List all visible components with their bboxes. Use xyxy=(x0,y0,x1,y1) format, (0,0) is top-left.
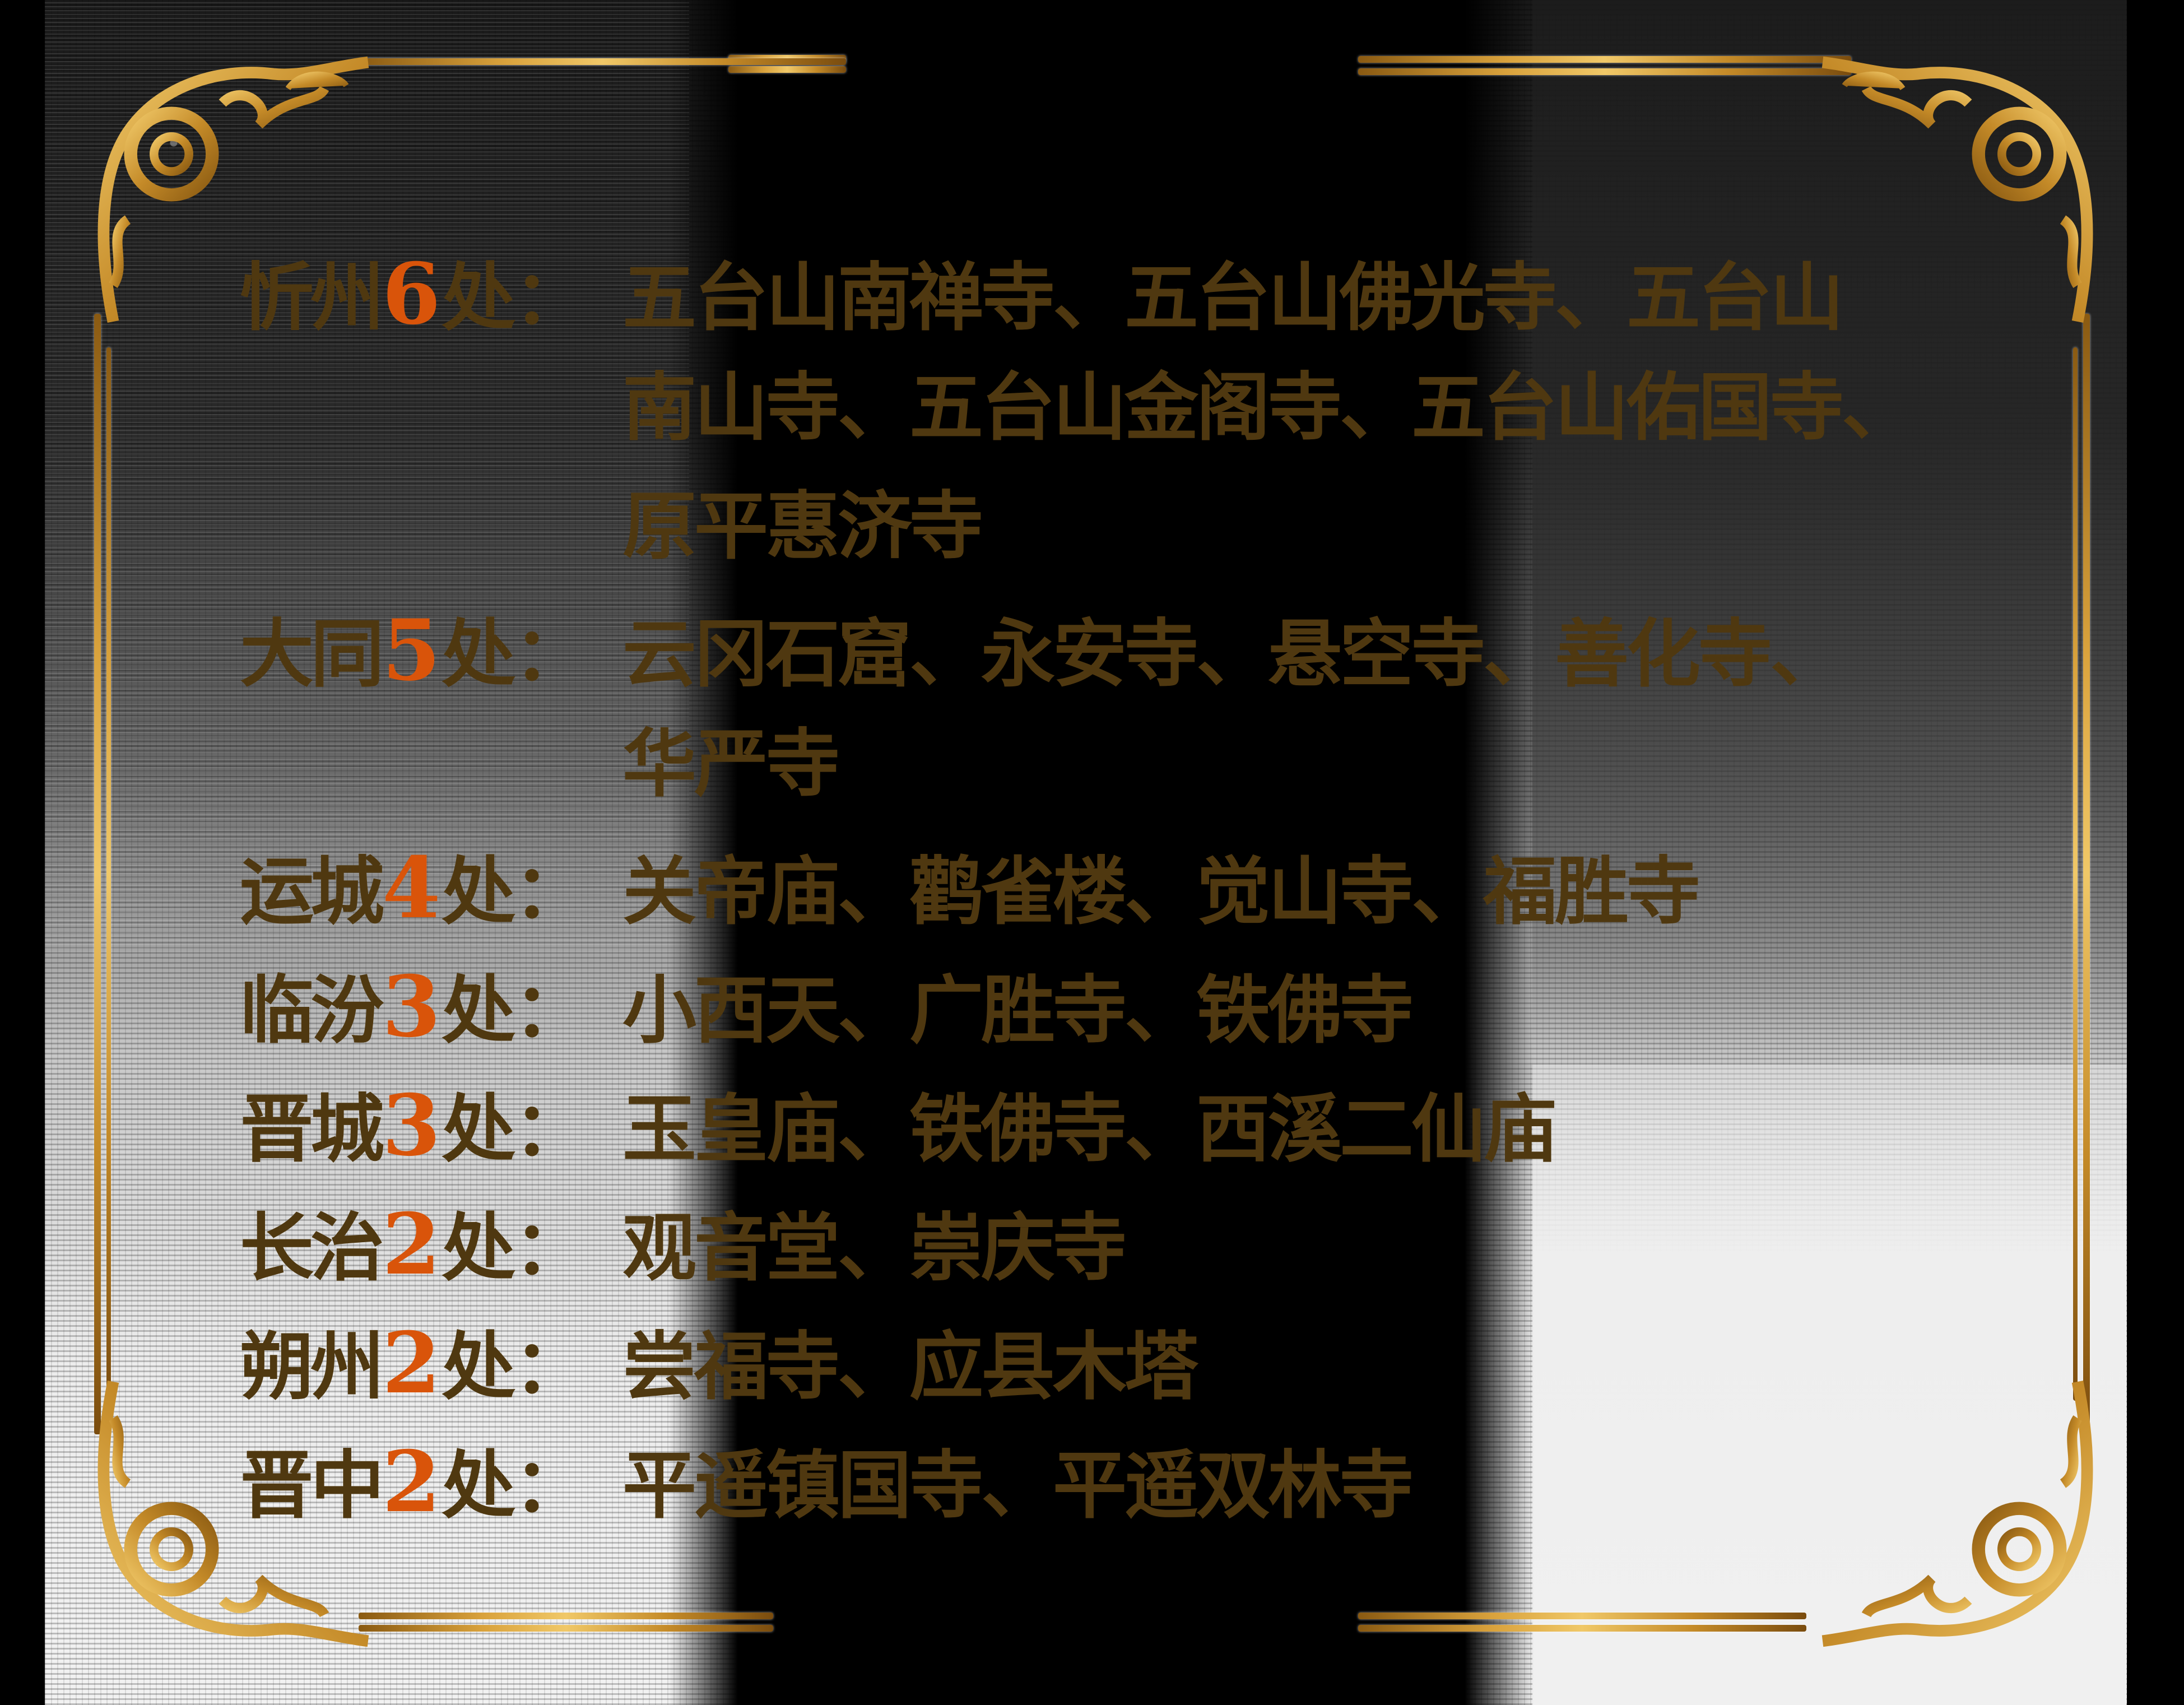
site-count: 2 xyxy=(382,1433,441,1531)
frame-top-right-line-inner xyxy=(1358,68,1851,75)
frame-bottom-right-line xyxy=(1358,1613,1806,1619)
frame-bottom-left-line xyxy=(359,1613,773,1619)
site-list-line: 云冈石窟、永安寺、悬空寺、善化寺、 xyxy=(622,611,1844,698)
site-count: 4 xyxy=(382,839,441,937)
count-suffix: 处： xyxy=(442,1205,587,1291)
site-list-line: 关帝庙、鹳雀楼、觉山寺、福胜寺 xyxy=(622,848,1700,935)
site-count: 3 xyxy=(382,1076,441,1175)
entry-jinzhong: 晋中 2 处： 平遥镇国寺、平遥双林寺 xyxy=(240,1440,1414,1552)
entry-linfen: 临汾 3 处： 小西天、广胜寺、铁佛寺 xyxy=(240,965,1414,1077)
entry-jincheng: 晋城 3 处： 玉皇庙、铁佛寺、西溪二仙庙 xyxy=(240,1084,1557,1196)
frame-bottom-left-line-inner xyxy=(359,1625,773,1632)
site-count: 2 xyxy=(382,1314,441,1413)
corner-ornament-bottom-left-icon xyxy=(84,1367,375,1658)
site-list-line: 原平惠济寺 xyxy=(622,483,983,570)
frame-bottom-right-line-inner xyxy=(1358,1625,1806,1632)
corner-ornament-top-right-icon xyxy=(1815,45,2107,336)
corner-ornament-bottom-right-icon xyxy=(1815,1367,2107,1658)
entry-xinzhou: 忻州 6 处： 五台山南禅寺、五台山佛光寺、五台山 xyxy=(240,252,1844,364)
site-list-line: 华严寺 xyxy=(622,721,840,807)
city-name: 忻州 xyxy=(240,254,384,341)
site-list-line: 观音堂、崇庆寺 xyxy=(622,1205,1127,1291)
background-right-light xyxy=(1532,1065,2126,1705)
site-list-line: 玉皇庙、铁佛寺、西溪二仙庙 xyxy=(622,1086,1557,1173)
city-name: 大同 xyxy=(240,611,384,698)
site-list-line: 尝福寺、应县木塔 xyxy=(622,1323,1198,1410)
entry-datong: 大同 5 处： 云冈石窟、永安寺、悬空寺、善化寺、 xyxy=(240,608,1844,721)
city-name: 晋中 xyxy=(240,1442,384,1529)
site-list-line: 平遥镇国寺、平遥双林寺 xyxy=(622,1442,1414,1529)
frame-top-left-line-inner xyxy=(728,66,846,73)
entry-shuozhou: 朔州 2 处： 尝福寺、应县木塔 xyxy=(240,1321,1198,1433)
count-suffix: 处： xyxy=(442,1442,587,1529)
count-suffix: 处： xyxy=(442,254,587,341)
frame-right-line-inner xyxy=(2073,347,2078,1401)
city-name: 晋城 xyxy=(240,1086,384,1173)
city-name: 长治 xyxy=(240,1205,384,1291)
count-suffix: 处： xyxy=(442,848,587,935)
city-name: 朔州 xyxy=(240,1323,384,1410)
corner-ornament-top-left-icon xyxy=(84,45,375,336)
entry-label: 运城 4 处： xyxy=(240,846,622,930)
count-suffix: 处： xyxy=(442,611,587,698)
city-name: 临汾 xyxy=(240,967,384,1054)
count-suffix: 处： xyxy=(442,1323,587,1410)
frame-left-line xyxy=(94,314,101,1434)
site-list-line: 五台山南禅寺、五台山佛光寺、五台山 xyxy=(622,254,1844,341)
count-suffix: 处： xyxy=(442,967,587,1054)
site-list-line: 南山寺、五台山金阁寺、五台山佑国寺、 xyxy=(622,364,1916,451)
entry-changzhi: 长治 2 处： 观音堂、崇庆寺 xyxy=(240,1202,1127,1314)
site-count: 2 xyxy=(382,1195,441,1294)
site-list-line: 小西天、广胜寺、铁佛寺 xyxy=(622,967,1414,1054)
entry-label: 临汾 3 处： xyxy=(240,965,622,1049)
frame-top-right-line xyxy=(1358,56,1851,63)
entry-label: 忻州 6 处： xyxy=(240,252,622,336)
entry-yuncheng: 运城 4 处： 关帝庙、鹳雀楼、觉山寺、福胜寺 xyxy=(240,846,1700,958)
city-name: 运城 xyxy=(240,848,384,935)
site-count: 3 xyxy=(382,958,441,1056)
frame-left-line-inner xyxy=(106,347,111,1401)
frame-right-line xyxy=(2083,314,2090,1434)
background-center-band xyxy=(668,0,1534,1705)
background-right-panel xyxy=(1532,0,2126,1065)
site-count: 5 xyxy=(382,601,441,700)
entry-label: 长治 2 处： xyxy=(240,1202,622,1286)
site-count: 6 xyxy=(382,245,441,343)
entry-label: 晋中 2 处： xyxy=(240,1440,622,1524)
frame-top-left-long xyxy=(359,58,846,65)
entry-label: 朔州 2 处： xyxy=(240,1321,622,1405)
entry-label: 大同 5 处： xyxy=(240,608,622,693)
entry-label: 晋城 3 处： xyxy=(240,1084,622,1168)
count-suffix: 处： xyxy=(442,1086,587,1173)
